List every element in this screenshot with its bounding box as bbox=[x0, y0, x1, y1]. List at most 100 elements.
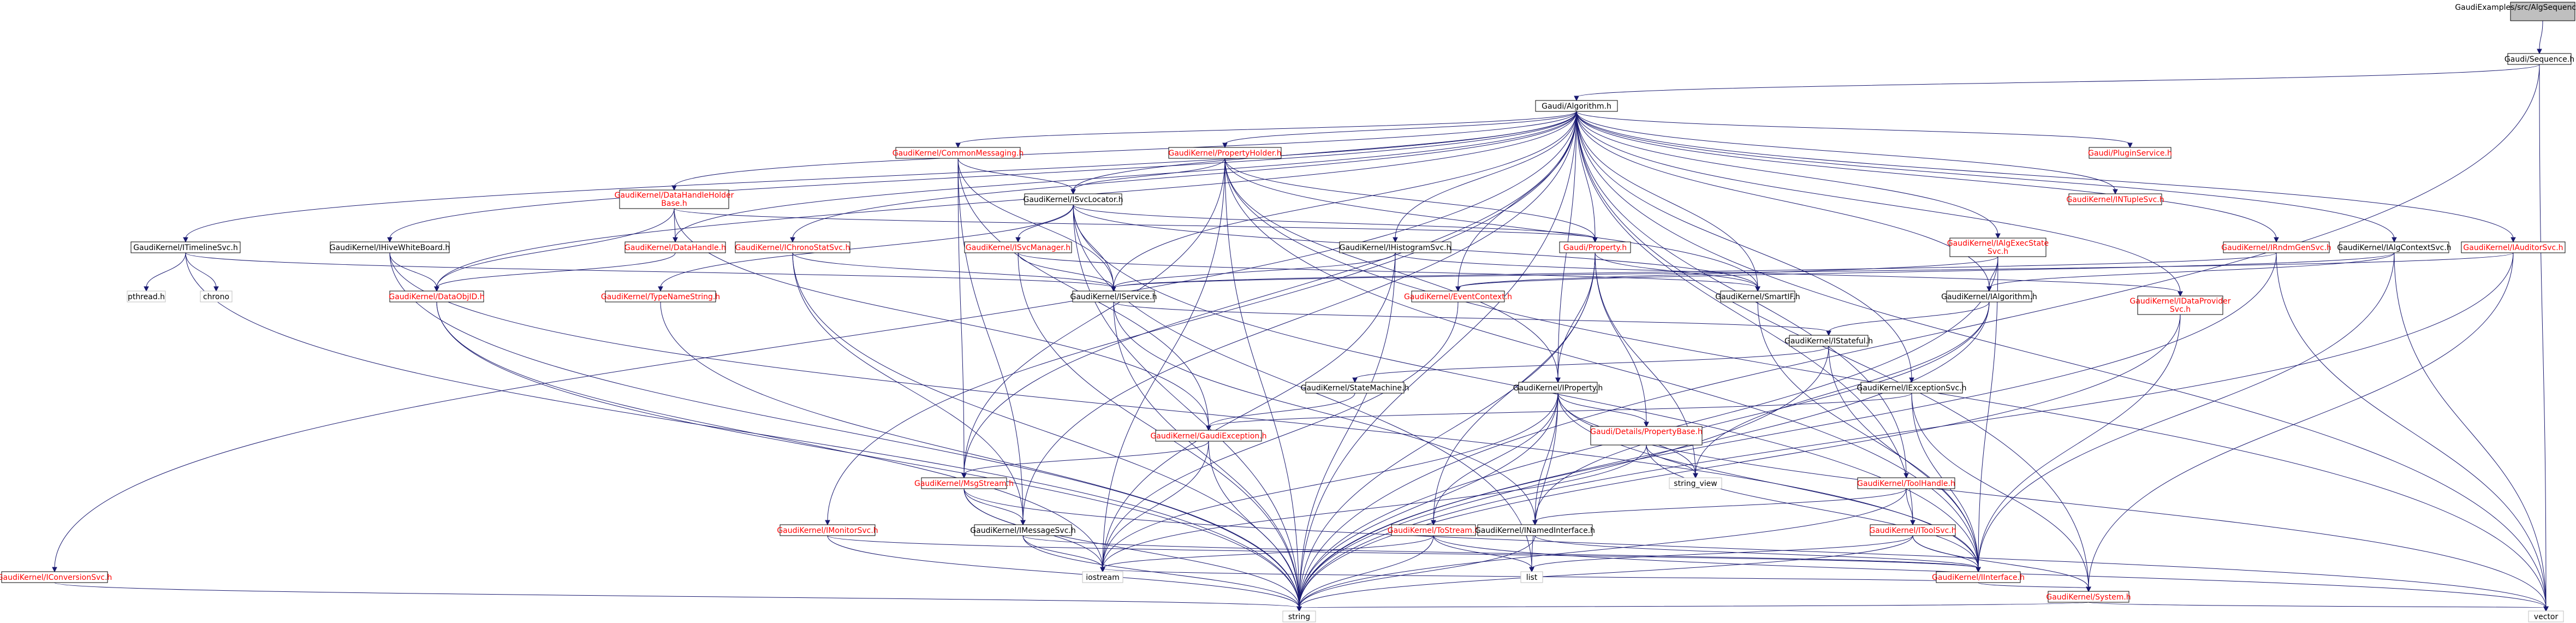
dependency-edge bbox=[1989, 256, 1998, 288]
node-iproperty[interactable]: GaudiKernel/IProperty.h bbox=[1513, 382, 1603, 394]
node-label: GaudiKernel/EventContext.h bbox=[1404, 293, 1512, 301]
node-label: GaudiKernel/ITimelineSvc.h bbox=[133, 244, 238, 252]
node-label: Gaudi/Details/PropertyBase.h bbox=[1590, 428, 1703, 436]
dependency-edge bbox=[963, 488, 1024, 522]
node-datahandle[interactable]: GaudiKernel/DataHandle.h bbox=[624, 241, 726, 253]
node-iexceptionsvc[interactable]: GaudiKernel/IExceptionSvc.h bbox=[1857, 382, 1967, 394]
node-system[interactable]: GaudiKernel/System.h bbox=[2046, 591, 2131, 603]
edge-arrowhead bbox=[1995, 233, 2001, 239]
node-imonitorsvc[interactable]: GaudiKernel/IMonitorSvc.h bbox=[777, 524, 878, 536]
node-typenamestring[interactable]: GaudiKernel/TypeNameString.h bbox=[601, 290, 720, 302]
dependency-edge bbox=[1576, 111, 2514, 239]
dependency-edge bbox=[1208, 393, 1912, 428]
node-label: GaudiKernel/IMonitorSvc.h bbox=[777, 526, 878, 535]
node-eventcontext[interactable]: GaudiKernel/EventContext.h bbox=[1404, 290, 1512, 302]
node-itoolsvc[interactable]: GaudiKernel/IToolSvc.h bbox=[1869, 524, 1956, 536]
node-list: list bbox=[1520, 571, 1543, 583]
dependency-edge bbox=[436, 301, 1300, 608]
node-propertybase[interactable]: Gaudi/Details/PropertyBase.h bbox=[1590, 426, 1703, 446]
dependency-edge bbox=[1102, 444, 1647, 569]
node-tostream[interactable]: GaudiKernel/ToStream.h bbox=[1388, 524, 1480, 536]
node-box bbox=[2068, 193, 2162, 205]
node-gaudiexception[interactable]: GaudiKernel/GaudiException.h bbox=[1150, 430, 1267, 442]
edge-arrowhead bbox=[1592, 237, 1598, 243]
dependency-edge bbox=[1576, 111, 1998, 235]
dependency-edge bbox=[1224, 158, 1758, 288]
node-ialgorithm[interactable]: GaudiKernel/IAlgorithm.h bbox=[1941, 290, 2037, 302]
node-statemachine[interactable]: GaudiKernel/StateMachine.h bbox=[1301, 382, 1409, 394]
node-iinterface[interactable]: GaudiKernel/IInterface.h bbox=[1932, 571, 2025, 583]
node-ichronostatsvc[interactable]: GaudiKernel/IChronoStatSvc.h bbox=[735, 241, 850, 253]
node-commonmsg[interactable]: GaudiKernel/CommonMessaging.h bbox=[893, 147, 1024, 159]
dependency-edge bbox=[1102, 301, 1459, 569]
node-iauditorsvc[interactable]: GaudiKernel/IAuditorSvc.h bbox=[2461, 241, 2566, 253]
node-isvcmanager[interactable]: GaudiKernel/ISvcManager.h bbox=[964, 241, 1072, 253]
edge-arrowhead bbox=[1826, 330, 1831, 336]
dependency-edge bbox=[1113, 252, 1396, 288]
node-ialgcontextsvc[interactable]: GaudiKernel/IAlgContextSvc.h bbox=[2337, 241, 2452, 253]
node-label: GaudiKernel/ToStream.h bbox=[1388, 526, 1480, 535]
node-ihistogramsvc[interactable]: GaudiKernel/IHistogramSvc.h bbox=[1339, 241, 1451, 253]
node-label: GaudiKernel/ISvcLocator.h bbox=[1023, 195, 1123, 204]
node-property[interactable]: Gaudi/Property.h bbox=[1559, 241, 1631, 253]
node-propholder[interactable]: GaudiKernel/PropertyHolder.h bbox=[1168, 147, 1282, 159]
node-ihivewhiteboard[interactable]: GaudiKernel/IHiveWhiteBoard.h bbox=[330, 241, 450, 253]
dependency-edge bbox=[1576, 111, 1912, 379]
edge-arrowhead bbox=[1555, 377, 1561, 383]
node-label: list bbox=[1526, 573, 1538, 582]
node-seq[interactable]: Gaudi/Sequence.h bbox=[2504, 53, 2574, 65]
dependency-edge bbox=[146, 252, 186, 288]
node-istateful[interactable]: GaudiKernel/IStateful.h bbox=[1784, 335, 1873, 347]
node-root[interactable]: GaudiExamples/src/AlgSequencer/ParentAlg… bbox=[2455, 2, 2576, 21]
node-box bbox=[1789, 335, 1869, 347]
dependency-edge bbox=[1113, 301, 1829, 333]
dependency-edge bbox=[963, 488, 2547, 608]
dependency-edge bbox=[674, 111, 1577, 187]
edge-arrowhead bbox=[1529, 567, 1534, 573]
edge-arrowhead bbox=[2127, 143, 2133, 149]
node-imessagesvc[interactable]: GaudiKernel/IMessageSvc.h bbox=[970, 524, 1076, 536]
node-label: GaudiKernel/IHiveWhiteBoard.h bbox=[330, 244, 450, 252]
dependency-edge bbox=[1557, 393, 1647, 424]
node-box bbox=[1559, 241, 1631, 253]
node-irndmgensvc[interactable]: GaudiKernel/IRndmGenSvc.h bbox=[2221, 241, 2331, 253]
dependency-edge bbox=[54, 582, 1300, 608]
dependency-edge bbox=[963, 441, 1209, 475]
node-box bbox=[974, 524, 1072, 536]
dependency-edge bbox=[1102, 441, 1209, 569]
node-alg[interactable]: Gaudi/Algorithm.h bbox=[1535, 100, 1618, 112]
node-box bbox=[1155, 430, 1262, 442]
dependency-edge bbox=[2088, 602, 2547, 608]
dependency-edge bbox=[1576, 111, 2547, 608]
dependency-edge bbox=[1595, 252, 1758, 288]
node-smartif[interactable]: GaudiKernel/SmartIF.h bbox=[1715, 290, 1800, 302]
node-dataobjid[interactable]: GaudiKernel/DataObjID.h bbox=[389, 290, 485, 302]
edge-arrowhead bbox=[183, 237, 188, 243]
node-iconversionsvc[interactable]: GaudiKernel/IConversionSvc.h bbox=[0, 571, 112, 583]
node-isvclocator[interactable]: GaudiKernel/ISvcLocator.h bbox=[1023, 193, 1123, 205]
dependency-edge bbox=[1113, 111, 1577, 288]
node-pluginsvc[interactable]: Gaudi/PluginService.h bbox=[2088, 147, 2172, 159]
dependency-edge bbox=[1018, 252, 1114, 288]
node-timelinesvc[interactable]: GaudiKernel/ITimelineSvc.h bbox=[130, 241, 241, 253]
node-label: GaudiKernel/PropertyHolder.h bbox=[1168, 149, 1281, 158]
node-toolhandle[interactable]: GaudiKernel/ToolHandle.h bbox=[1857, 477, 1955, 489]
node-msgstream[interactable]: GaudiKernel/MsgStream.h bbox=[914, 477, 1014, 489]
node-iservice[interactable]: GaudiKernel/IService.h bbox=[1070, 290, 1157, 302]
dependency-edge bbox=[185, 252, 1114, 288]
node-inamedinterface[interactable]: GaudiKernel/INamedInterface.h bbox=[1475, 524, 1595, 536]
edge-arrowhead bbox=[1910, 520, 1915, 526]
node-box bbox=[1518, 382, 1598, 394]
dependency-edge bbox=[660, 204, 1074, 288]
dependency-edge bbox=[2394, 252, 2547, 608]
dependency-edge bbox=[1457, 252, 2395, 288]
dependency-edge bbox=[1911, 393, 2089, 589]
node-box bbox=[130, 241, 241, 253]
edge-arrowhead bbox=[387, 237, 392, 243]
node-intuplesvc[interactable]: GaudiKernel/INTupleSvc.h bbox=[2066, 193, 2164, 205]
edge-arrowhead bbox=[1393, 237, 1398, 243]
